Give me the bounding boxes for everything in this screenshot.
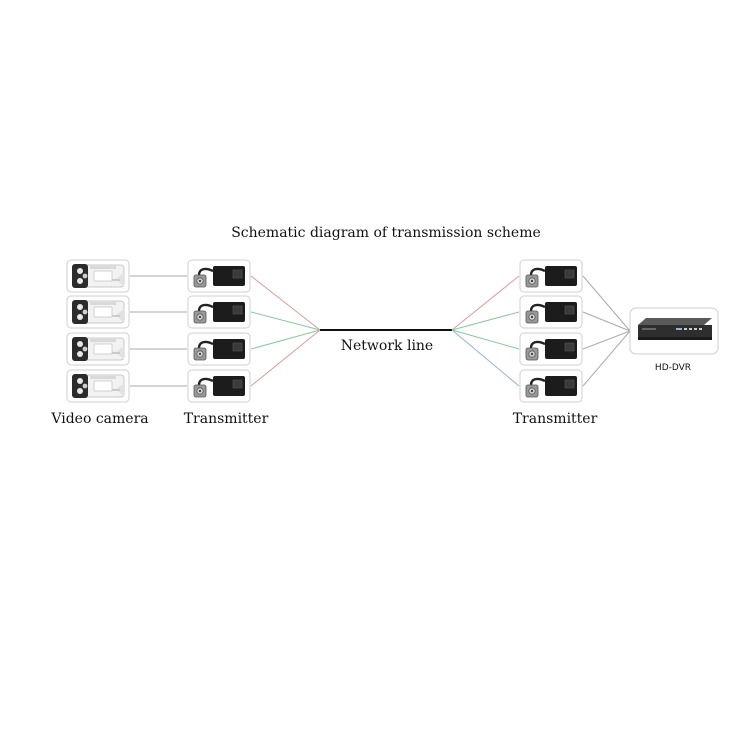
video-balun-icon [186, 258, 252, 294]
dvr-connectors [582, 275, 631, 387]
video-balun-icon [518, 258, 584, 294]
right-fan-wires [451, 275, 520, 387]
dvr-label: HD-DVR [655, 363, 691, 373]
camera-connectors [130, 275, 187, 387]
bullet-camera-icon [66, 332, 130, 366]
transmitter-right-label: Transmitter [513, 411, 598, 427]
left-transmitter-column [186, 258, 252, 404]
left-fan-wires [250, 275, 321, 387]
bullet-camera-icon [66, 295, 130, 329]
video-balun-icon [186, 368, 252, 404]
dvr-recorder-icon [629, 307, 719, 355]
video-camera-label: Video camera [50, 411, 148, 427]
video-balun-icon [518, 294, 584, 330]
video-camera-column [66, 259, 130, 403]
bullet-camera-icon [66, 259, 130, 293]
video-balun-icon [518, 331, 584, 367]
video-balun-icon [186, 294, 252, 330]
diagram-title: Schematic diagram of transmission scheme [231, 225, 541, 241]
video-balun-icon [518, 368, 584, 404]
network-line-label: Network line [341, 338, 433, 354]
bullet-camera-icon [66, 369, 130, 403]
right-transmitter-column [518, 258, 584, 404]
transmitter-left-label: Transmitter [184, 411, 269, 427]
video-balun-icon [186, 331, 252, 367]
